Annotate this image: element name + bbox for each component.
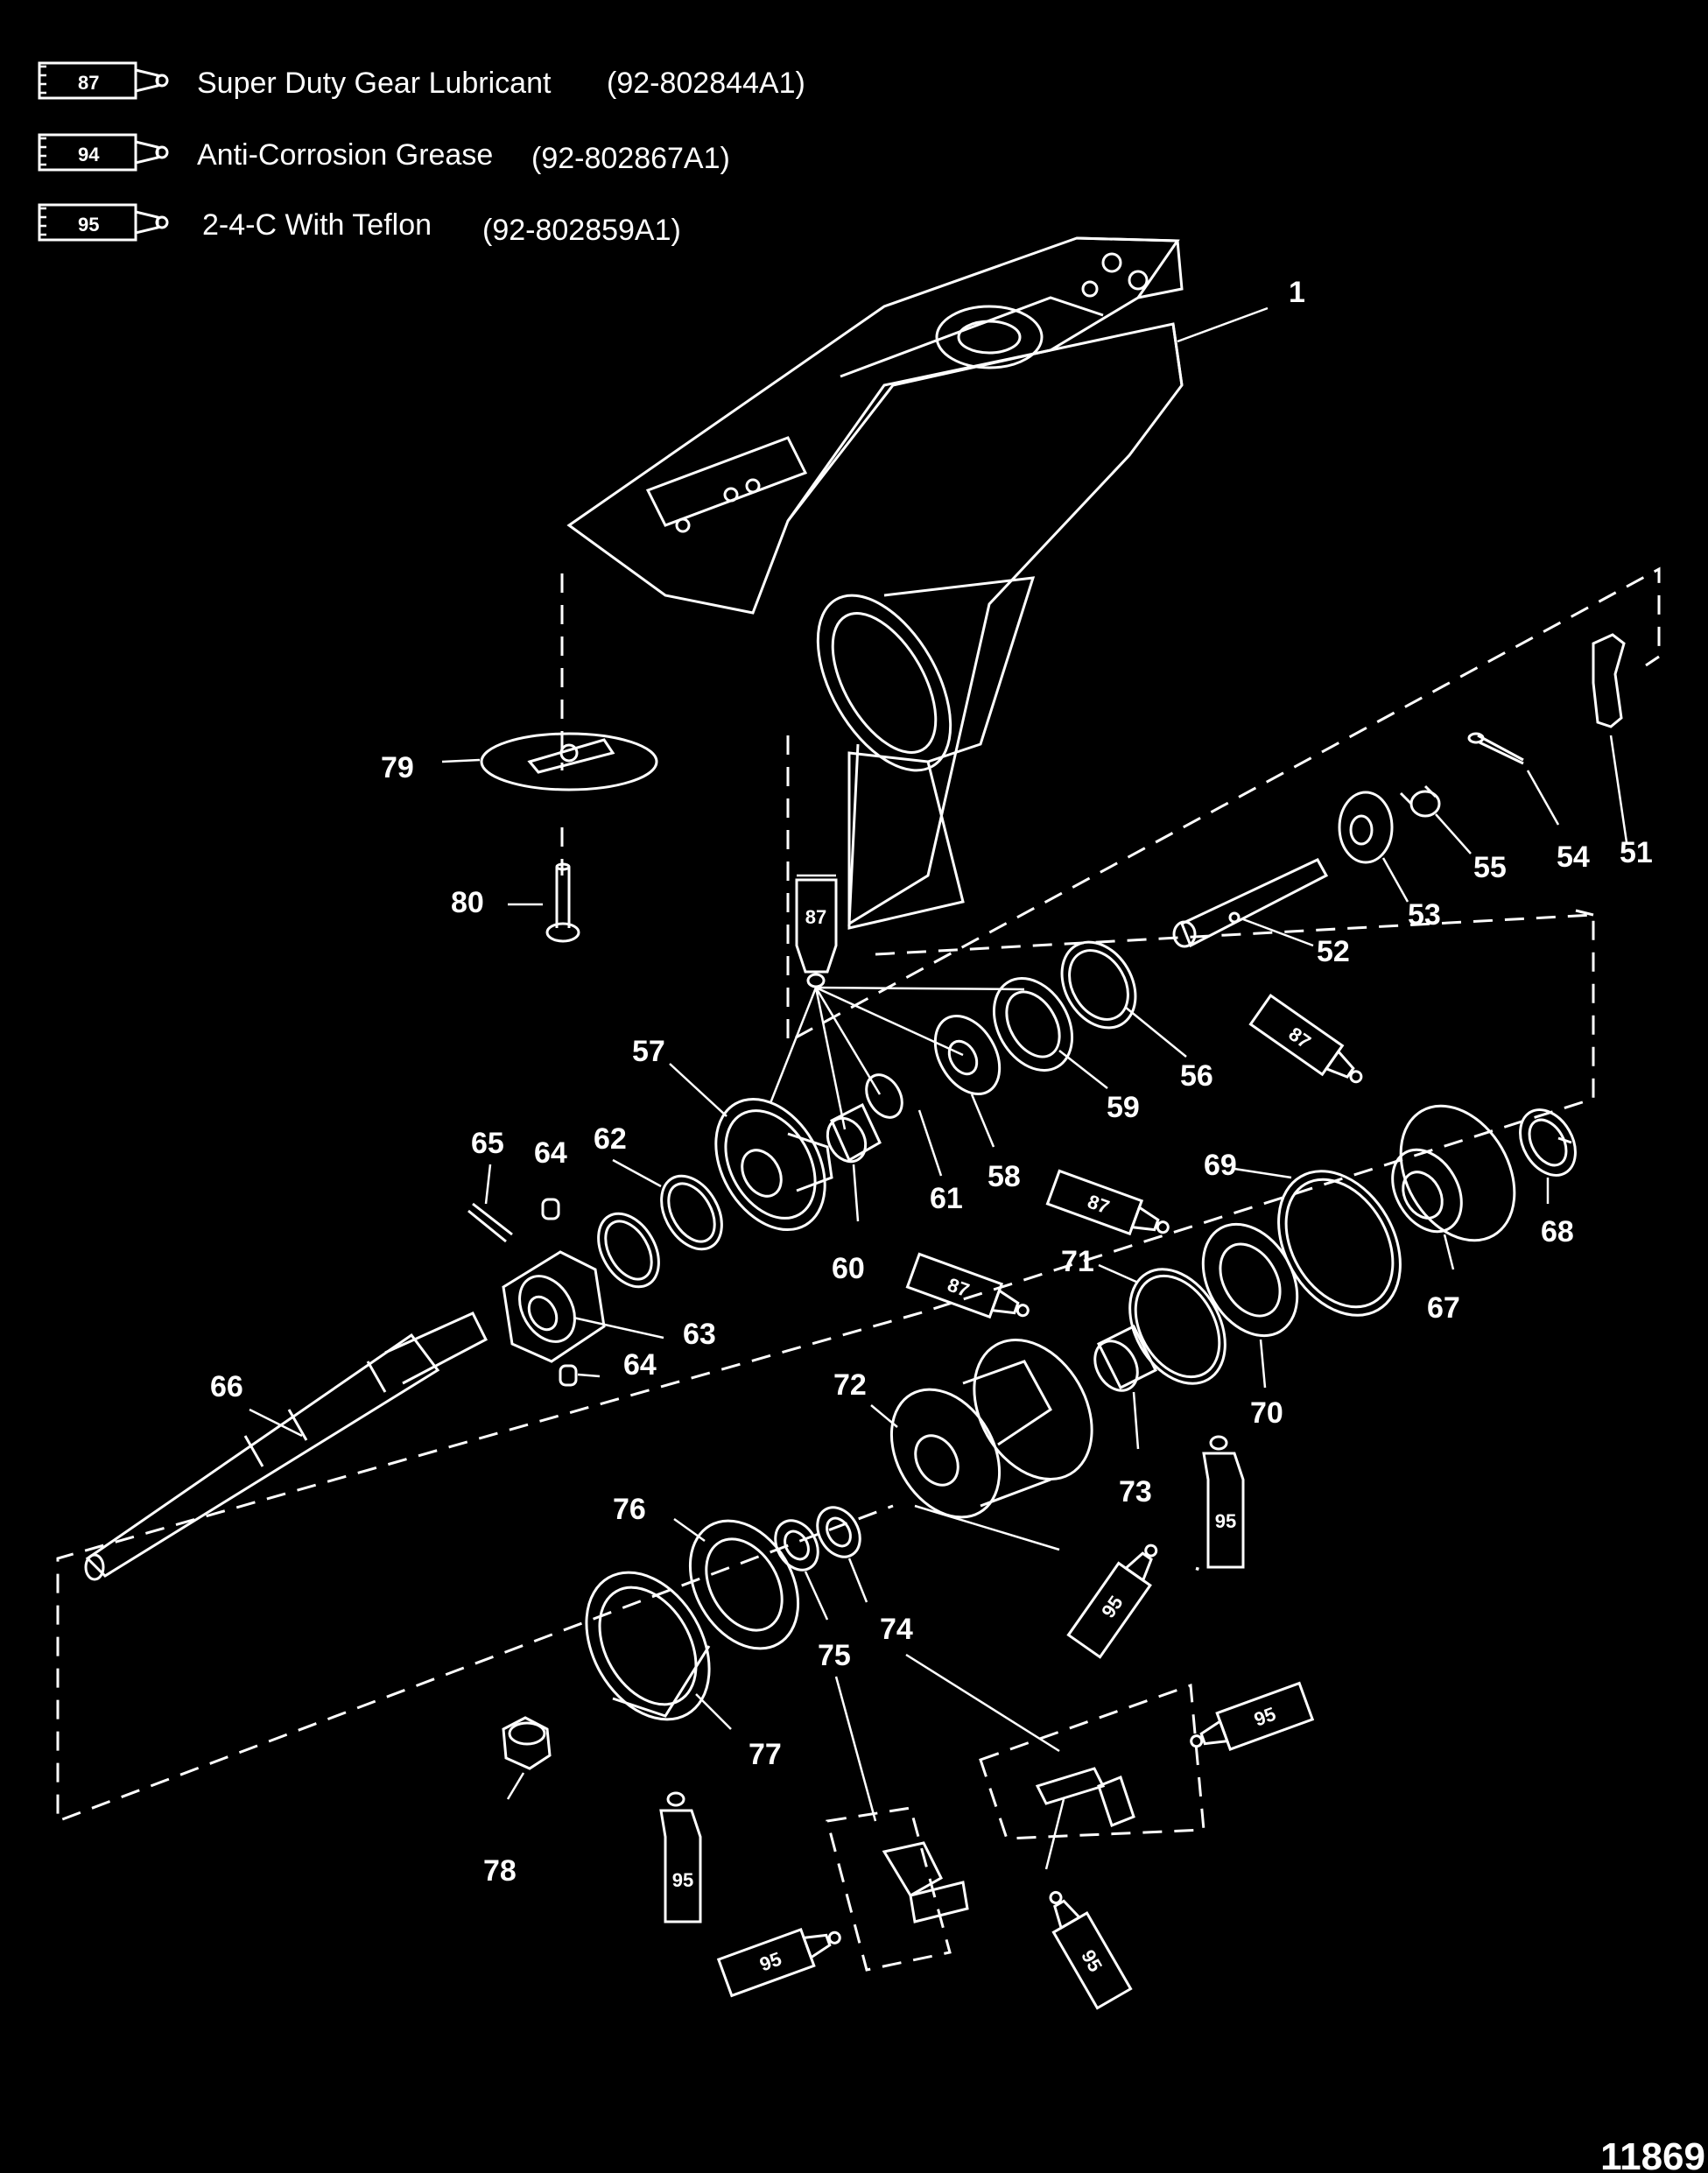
- gear-housing-drawing: [566, 236, 1184, 930]
- callout-79: 79: [381, 751, 414, 784]
- lubricant-tube-icon: [38, 133, 169, 172]
- lubricant-tube-icon: 95: [1049, 1890, 1133, 2010]
- lubricant-tube-icon: 95: [1202, 1435, 1245, 1569]
- callout-78: 78: [483, 1854, 517, 1888]
- callout-64: 64: [534, 1136, 567, 1170]
- callout-63: 63: [683, 1318, 716, 1351]
- callout-70: 70: [1250, 1396, 1283, 1430]
- part-drawings: [84, 633, 1626, 1923]
- callout-55: 55: [1473, 851, 1507, 884]
- tube-label: 87: [805, 906, 826, 928]
- callout-61: 61: [930, 1182, 963, 1215]
- legend-part-number: (92-802859A1): [482, 214, 681, 247]
- callout-76: 76: [613, 1493, 646, 1526]
- callout-53: 53: [1408, 898, 1441, 932]
- callout-56: 56: [1180, 1059, 1213, 1093]
- tube-label: 95: [672, 1869, 693, 1891]
- leader-lines: [249, 306, 1628, 1870]
- lubricant-tube-icon: 95: [716, 1928, 841, 1998]
- callout-52: 52: [1317, 935, 1350, 968]
- legend-row-95: 95 2-4-C With Teflon (92-802859A1): [38, 203, 681, 247]
- legend-code: 87: [78, 72, 99, 94]
- lubricant-tube-icon: 87: [1045, 1169, 1170, 1236]
- legend-name: Super Duty Gear Lubricant: [197, 67, 552, 100]
- lubricant-tube-icon: [38, 61, 169, 100]
- tube-label: 95: [756, 1948, 784, 1976]
- lubricant-tube-icon: 95: [1066, 1544, 1158, 1659]
- callout-72: 72: [833, 1368, 867, 1402]
- legend: 87 Super Duty Gear Lubricant (92-802844A…: [38, 61, 805, 247]
- legend-code: 95: [78, 214, 99, 236]
- callout-62: 62: [594, 1122, 627, 1156]
- callout-68: 68: [1541, 1215, 1574, 1248]
- tube-label: 87: [1085, 1191, 1113, 1219]
- lubricant-tube-icon: [1195, 1566, 1199, 1572]
- callout-59: 59: [1107, 1091, 1140, 1124]
- callout-57: 57: [632, 1035, 665, 1068]
- legend-code: 94: [78, 144, 100, 165]
- callout-69: 69: [1204, 1149, 1237, 1182]
- tube-label: 95: [1097, 1592, 1128, 1621]
- callout-80: 80: [451, 886, 484, 919]
- legend-name: Anti-Corrosion Grease: [197, 138, 493, 172]
- lubricant-tube-icon: 87: [795, 874, 838, 988]
- callout-1: 1: [1289, 276, 1305, 309]
- legend-part-number: (92-802844A1): [607, 67, 805, 100]
- tube-label: 95: [1251, 1703, 1279, 1731]
- callout-77: 77: [749, 1738, 782, 1771]
- legend-name: 2-4-C With Teflon: [202, 208, 432, 242]
- callout-71: 71: [1061, 1245, 1094, 1278]
- lubricant-tube-icon: 95: [1190, 1681, 1315, 1751]
- callout-60: 60: [832, 1252, 865, 1285]
- figure-id: 11869: [1600, 2135, 1705, 2173]
- tube-label: 95: [1215, 1510, 1236, 1532]
- callout-58: 58: [988, 1160, 1021, 1193]
- callout-75: 75: [818, 1639, 851, 1672]
- lubricant-tubes: 87 87 87 87 95: [659, 874, 1363, 2010]
- callout-73: 73: [1119, 1475, 1152, 1508]
- tube-label: 87: [1285, 1023, 1315, 1053]
- callout-labels: 1 51 52 53 54 55 56 57 58 59 60 61 62 63…: [210, 276, 1653, 1888]
- callout-74: 74: [880, 1613, 913, 1646]
- lubricant-tube-icon: 95: [659, 1791, 702, 1923]
- legend-row-87: 87 Super Duty Gear Lubricant (92-802844A…: [38, 61, 805, 100]
- callout-65: 65: [471, 1127, 504, 1160]
- legend-part-number: (92-802867A1): [531, 142, 730, 175]
- callout-66: 66: [210, 1370, 243, 1403]
- lubricant-tube-icon: 87: [1248, 993, 1363, 1084]
- callout-54: 54: [1557, 840, 1590, 874]
- tube-label: 95: [1077, 1946, 1107, 1976]
- lubricant-tube-icon: 87: [905, 1252, 1030, 1319]
- lubricant-tube-icon: [38, 203, 169, 242]
- legend-row-94: 94 Anti-Corrosion Grease (92-802867A1): [38, 133, 730, 175]
- callout-67: 67: [1427, 1291, 1460, 1325]
- callout-51: 51: [1620, 836, 1653, 869]
- callout-64-lower: 64: [623, 1348, 657, 1382]
